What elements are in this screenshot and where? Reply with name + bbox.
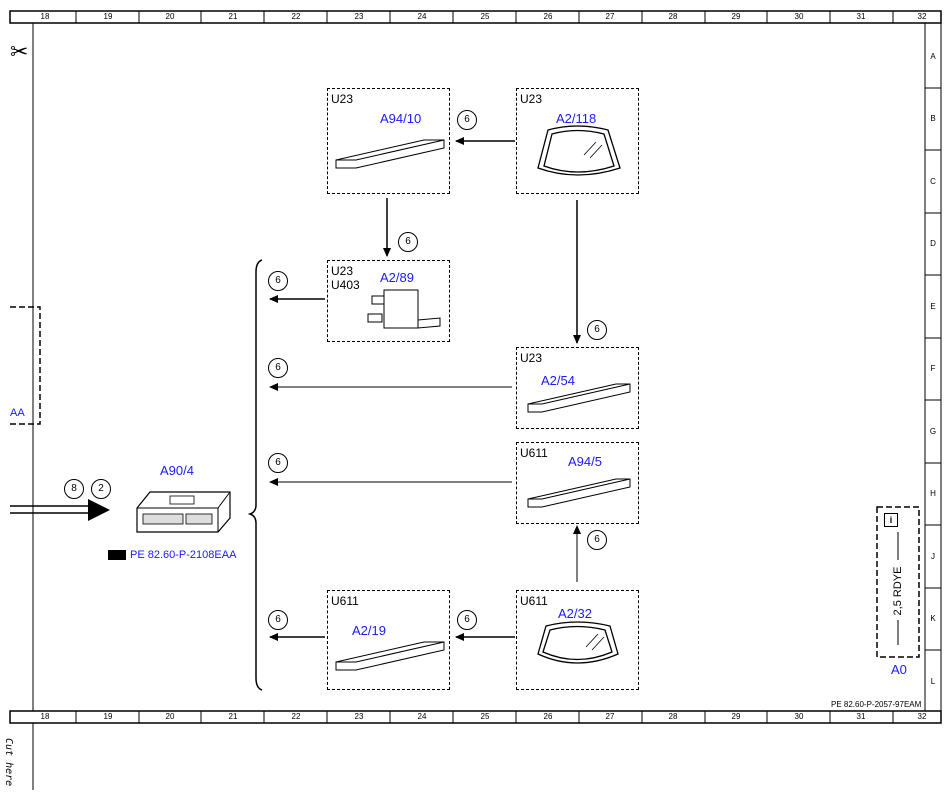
connector-number: 6 (587, 530, 607, 550)
row-label: A (930, 52, 936, 61)
row-label: K (930, 614, 936, 623)
column-label: 27 (605, 712, 615, 721)
module-label: U611 (520, 594, 548, 608)
module-label: U403 (331, 278, 360, 292)
component-box-a2-89[interactable] (327, 260, 450, 342)
connector-number: 2 (91, 479, 111, 499)
column-label: 30 (794, 12, 804, 21)
component-box-a2-32[interactable] (516, 590, 639, 690)
part-label-a94-10[interactable]: A94/10 (380, 111, 422, 126)
component-box-a94-5[interactable] (516, 442, 639, 524)
column-label: 18 (40, 712, 50, 721)
module-label: U23 (520, 351, 543, 365)
column-label: 30 (794, 712, 804, 721)
connector-number: 6 (587, 320, 607, 340)
column-label: 20 (165, 712, 175, 721)
part-label-a2-118[interactable]: A2/118 (556, 111, 597, 126)
column-label: 23 (354, 712, 364, 721)
part-label-a2-32[interactable]: A2/32 (558, 606, 592, 621)
row-label: J (931, 552, 935, 561)
component-box-a2-54[interactable] (516, 347, 639, 429)
column-label: 24 (417, 712, 427, 721)
component-box-a94-10[interactable] (327, 88, 450, 194)
column-label: 19 (103, 712, 113, 721)
connector-number: 6 (457, 110, 477, 130)
component-box-a2-118[interactable] (516, 88, 639, 194)
column-label: 24 (417, 12, 427, 21)
column-label: 27 (605, 12, 615, 21)
connector-number: 6 (268, 453, 288, 473)
connector-number: 6 (398, 232, 418, 252)
part-label-a2-19[interactable]: A2/19 (352, 623, 386, 638)
module-label: U23 (331, 92, 354, 106)
column-label: 31 (856, 12, 866, 21)
scissors-icon: ✂ (10, 39, 29, 64)
part-label-a90-4[interactable]: A90/4 (160, 463, 194, 478)
component-box-a2-19[interactable] (327, 590, 450, 690)
module-label: U611 (520, 446, 548, 460)
document-reference: PE 82.60-P-2057-97EAM (831, 700, 922, 709)
row-label: F (930, 364, 936, 373)
column-label: 18 (40, 12, 50, 21)
connector-number: 6 (268, 271, 288, 291)
row-label: B (930, 114, 936, 123)
row-label: D (930, 239, 936, 248)
column-label: 20 (165, 12, 175, 21)
cut-here-label: Cut here (3, 738, 14, 787)
column-label: 25 (480, 712, 490, 721)
pointing-hand-icon (108, 550, 126, 561)
part-label-a2-54[interactable]: A2/54 (541, 373, 575, 388)
module-label: U23 (520, 92, 543, 106)
column-label: 32 (917, 712, 927, 721)
reference-link[interactable]: PE 82.60-P-2108EAA (108, 548, 236, 562)
part-label-a2-89[interactable]: A2/89 (380, 270, 414, 285)
module-label: U23 (331, 264, 354, 278)
row-label: G (929, 427, 937, 436)
column-label: 23 (354, 12, 364, 21)
reference-text: PE 82.60-P-2108EAA (130, 549, 237, 561)
module-label: U611 (331, 594, 359, 608)
column-label: 31 (856, 712, 866, 721)
left-box-label[interactable]: AA (10, 407, 25, 419)
row-label: L (930, 677, 936, 686)
legend-part-label[interactable]: A0 (891, 662, 907, 677)
column-label: 21 (228, 712, 238, 721)
column-label: 22 (291, 712, 301, 721)
column-label: 26 (543, 712, 553, 721)
column-label: 25 (480, 12, 490, 21)
column-label: 32 (917, 12, 927, 21)
connector-number: 8 (64, 479, 84, 499)
row-label: H (930, 489, 936, 498)
column-label: 26 (543, 12, 553, 21)
column-label: 29 (731, 712, 741, 721)
column-label: 28 (668, 712, 678, 721)
column-label: 19 (103, 12, 113, 21)
part-label-a94-5[interactable]: A94/5 (568, 454, 602, 469)
column-label: 29 (731, 12, 741, 21)
wire-label: 2,5 RDYE (892, 566, 904, 616)
connector-number: 6 (457, 610, 477, 630)
column-label: 21 (228, 12, 238, 21)
connector-number: 6 (268, 610, 288, 630)
connector-number: 6 (268, 358, 288, 378)
column-label: 22 (291, 12, 301, 21)
column-label: 28 (668, 12, 678, 21)
control-unit-icon (136, 491, 231, 533)
row-label: E (930, 302, 936, 311)
row-label: C (930, 177, 936, 186)
info-icon: i (884, 513, 898, 527)
